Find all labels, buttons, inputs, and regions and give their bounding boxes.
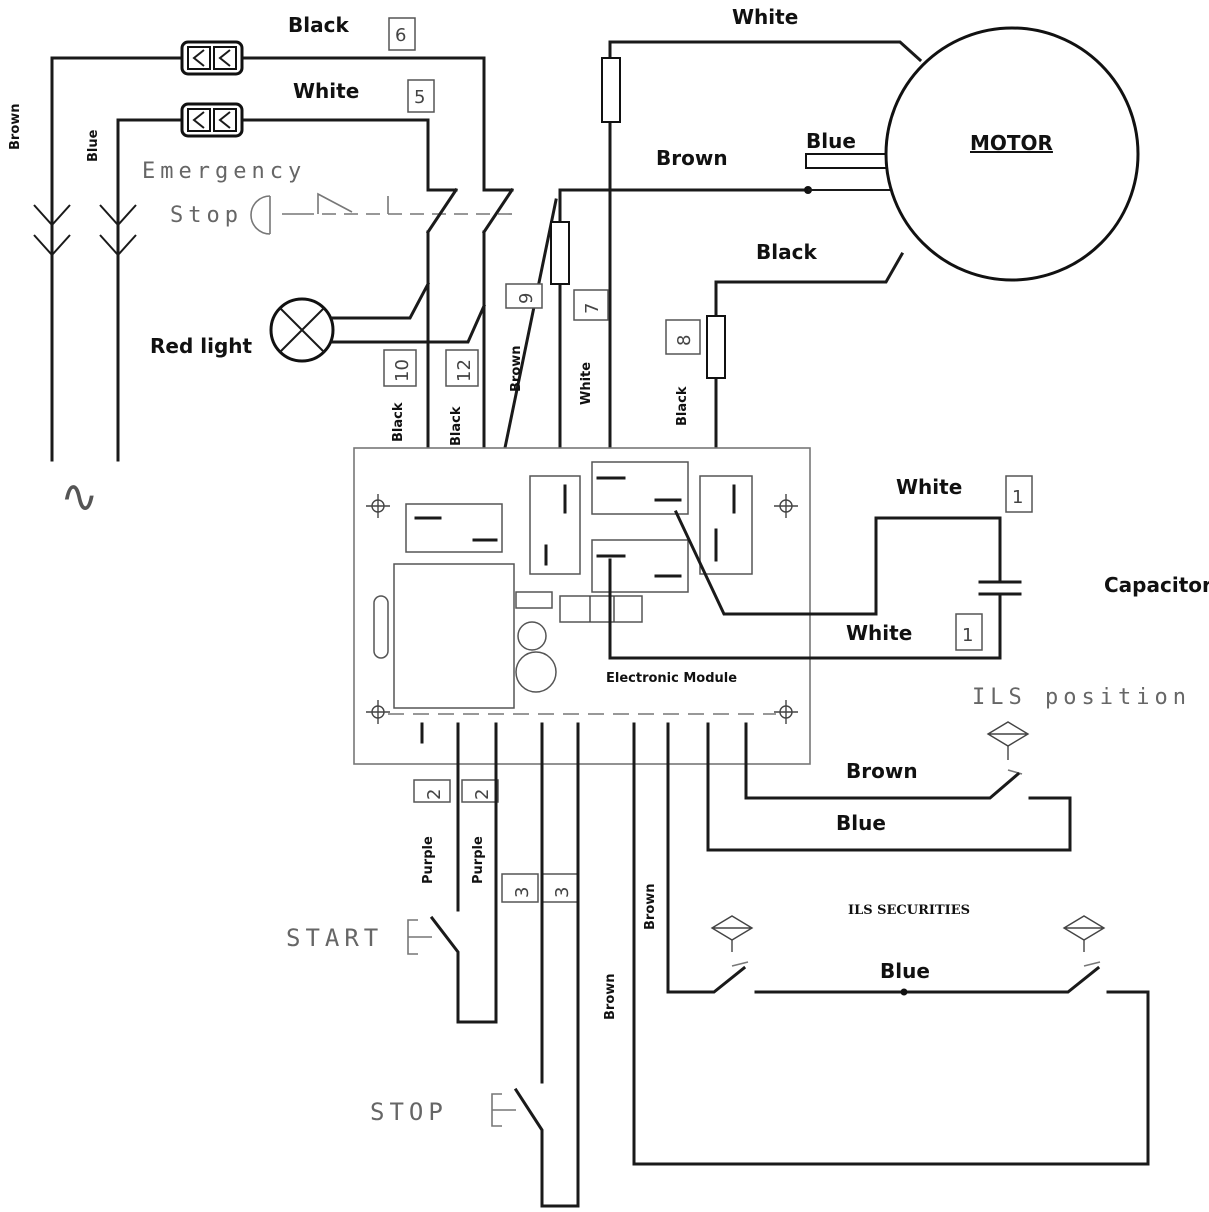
svg-text:3: 3	[512, 887, 533, 898]
terminal-1b: 1	[955, 613, 983, 651]
label-emergency: Emergency	[142, 159, 306, 184]
label-red-light: Red light	[150, 334, 253, 358]
terminal-12: 12	[445, 349, 479, 387]
mains-wires: ∿	[33, 56, 486, 523]
label-white-cap2: White	[846, 621, 912, 645]
label-stop-es: Stop	[170, 203, 243, 228]
label-blue-sec: Blue	[880, 959, 930, 983]
label-white-cap: White	[896, 475, 962, 499]
svg-text:1: 1	[1012, 487, 1023, 508]
label-blue-ils: Blue	[836, 811, 886, 835]
label-blue-left: Blue	[86, 129, 101, 162]
svg-text:10: 10	[392, 359, 413, 382]
label-ils-position: ILS position	[972, 685, 1191, 710]
terminal-2b: 2	[461, 779, 499, 803]
label-brown-ils: Brown	[846, 759, 918, 783]
ils-position: ILS position Brown Blue	[706, 685, 1191, 852]
emergency-stop: Emergency Stop	[142, 159, 549, 563]
connector-bottom	[180, 102, 244, 138]
label-blue-motor: Blue	[806, 129, 856, 153]
label-white-v: White	[579, 362, 594, 405]
label-ils-securities: ILS SECURITIES	[848, 903, 970, 918]
label-purple-2: Purple	[471, 836, 486, 884]
svg-text:2: 2	[472, 789, 493, 800]
label-brown-bottom-1: Brown	[643, 883, 658, 930]
capacitor-wiring	[608, 510, 1022, 660]
label-black-v2: Black	[449, 406, 464, 446]
start-switch: START	[286, 740, 498, 1024]
label-brown-v: Brown	[509, 345, 524, 392]
label-brown-motor: Brown	[656, 146, 728, 170]
label-brown-bottom-2: Brown	[603, 973, 618, 1020]
stop-switch: STOP	[370, 740, 580, 1208]
label-black-motor: Black	[756, 240, 817, 264]
svg-text:9: 9	[516, 293, 537, 304]
terminal-1a: 1	[1005, 475, 1033, 513]
label-black-v1: Black	[391, 402, 406, 442]
svg-text:1: 1	[962, 625, 973, 646]
svg-text:12: 12	[454, 359, 475, 382]
svg-text:8: 8	[674, 335, 695, 346]
label-purple-1: Purple	[421, 836, 436, 884]
svg-text:3: 3	[552, 887, 573, 898]
label-motor: MOTOR	[970, 131, 1053, 155]
connector-top	[180, 40, 244, 76]
label-capacitor: Capacitor	[1104, 573, 1209, 597]
electronic-module: Electronic Module	[353, 447, 811, 765]
ac-symbol: ∿	[60, 469, 99, 523]
ils-securities: ILS SECURITIES Blue	[632, 740, 1150, 1166]
motor: MOTOR	[884, 26, 1140, 282]
svg-text:5: 5	[414, 87, 425, 108]
label-white-motor: White	[732, 5, 798, 29]
label-brown-left: Brown	[8, 103, 23, 150]
label-black-top: Black	[288, 13, 349, 37]
terminal-3b: 3	[541, 873, 579, 903]
label-start: START	[286, 924, 383, 952]
label-stop: STOP	[370, 1098, 448, 1126]
terminal-6: 6	[388, 17, 416, 51]
label-module: Electronic Module	[606, 671, 737, 686]
terminal-10: 10	[383, 349, 417, 387]
terminal-3a: 3	[501, 873, 539, 903]
svg-text:2: 2	[424, 789, 445, 800]
terminal-7: 7	[573, 289, 609, 321]
terminal-9: 9	[505, 283, 543, 309]
terminal-8: 8	[665, 319, 701, 355]
label-black-v3: Black	[675, 386, 690, 426]
svg-text:7: 7	[582, 303, 603, 314]
terminal-2a: 2	[413, 779, 451, 803]
label-white-top: White	[293, 79, 359, 103]
terminal-5: 5	[407, 79, 435, 113]
svg-text:6: 6	[395, 25, 406, 46]
red-light: Red light	[150, 281, 486, 363]
